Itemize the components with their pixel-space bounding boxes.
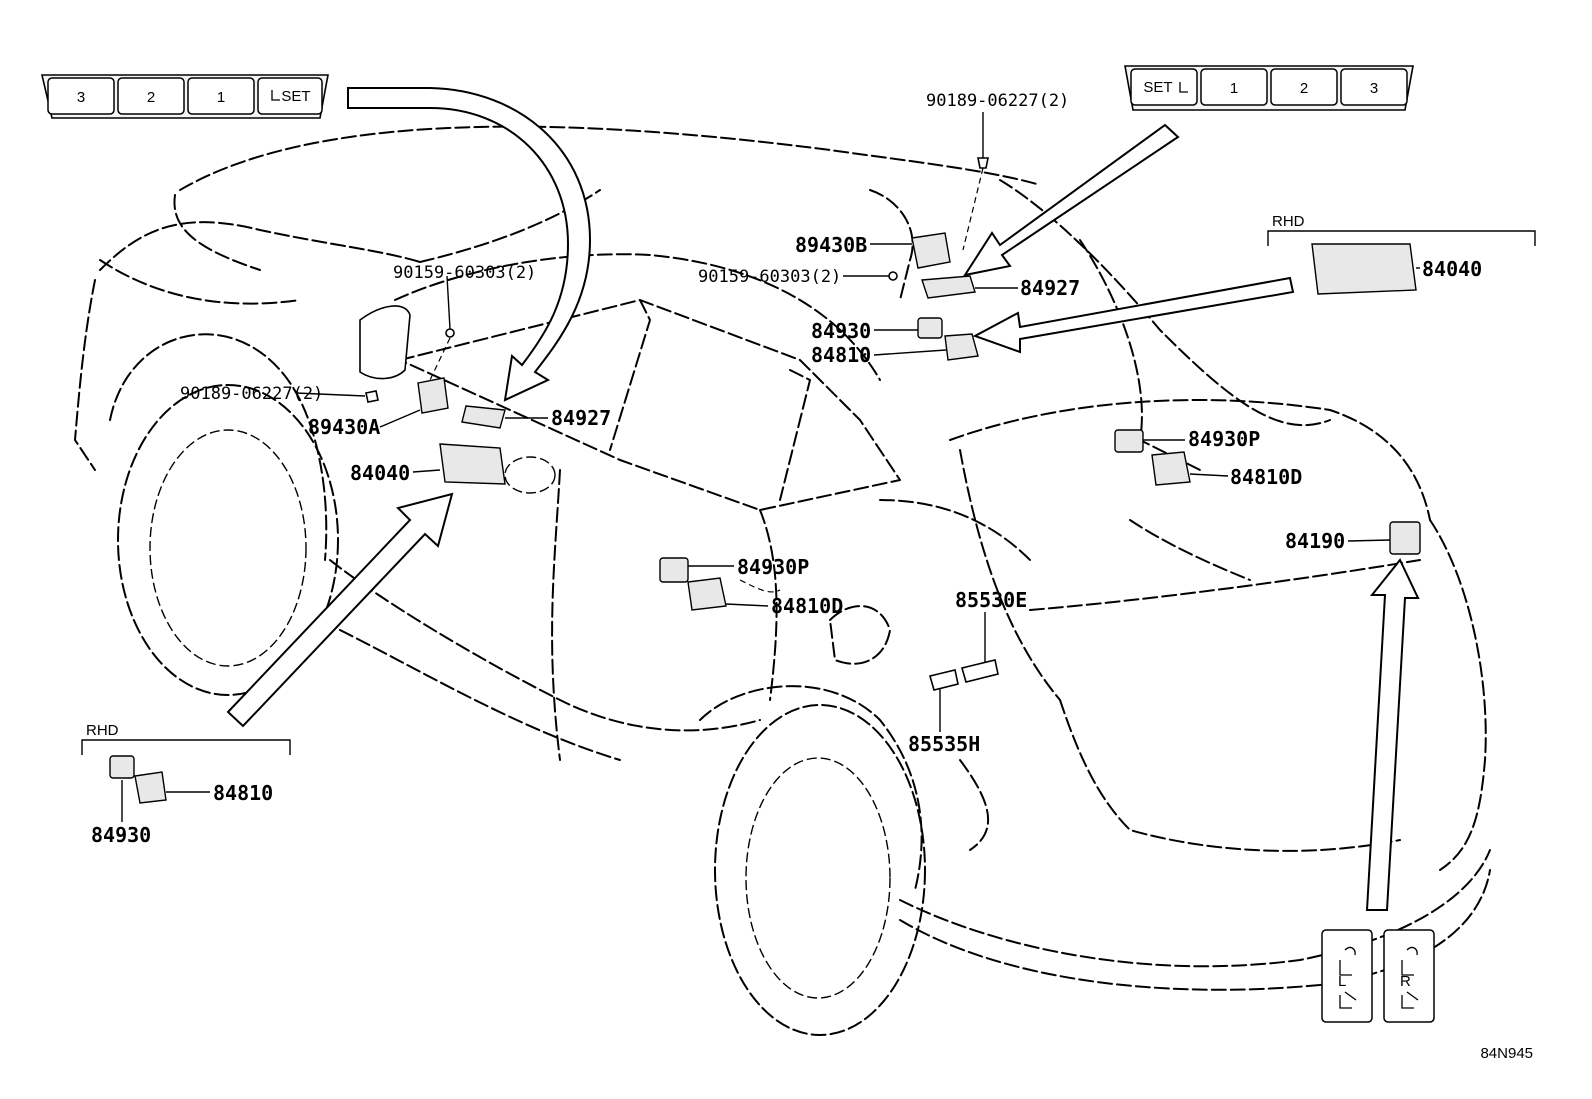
side-mirror — [359, 305, 411, 380]
rhd-bracket-upper-right: RHD — [1267, 213, 1536, 246]
straight-arrow-rhd — [972, 276, 1295, 354]
leader-lines — [121, 112, 1420, 822]
memory-label-3-right: 3 — [1370, 80, 1378, 97]
part-label-84040-left: 84040 — [350, 461, 410, 485]
part-84930P-right — [1114, 429, 1144, 453]
part-84927-right — [921, 275, 976, 299]
rhd-label: RHD — [1272, 213, 1305, 230]
part-84190 — [1389, 521, 1421, 555]
memory-button-1-right[interactable] — [1200, 68, 1268, 106]
straight-arrow-vertical — [1365, 558, 1420, 911]
part-label-84927-right: 84927 — [1020, 276, 1080, 300]
seat-heater-icon — [1401, 946, 1418, 976]
component-drawings — [109, 157, 1421, 804]
part-84927-left — [461, 405, 506, 429]
memory-set-button-left[interactable] — [257, 77, 323, 115]
straight-arrow-left — [226, 492, 454, 728]
memory-button-2-right[interactable] — [1270, 68, 1338, 106]
clip-90189-left — [365, 390, 379, 403]
part-label-90189-top: 90189-06227(2) — [926, 91, 1069, 111]
part-label-84810-rhd: 84810 — [213, 781, 273, 805]
part-89430A — [417, 377, 449, 414]
diagram-code: 84N945 — [1480, 1045, 1533, 1062]
seat-switch-right[interactable] — [1383, 929, 1435, 1023]
part-84930-rhd — [109, 755, 135, 779]
indicator-arrows — [226, 87, 1420, 911]
part-label-84930P-right: 84930P — [1188, 427, 1260, 451]
part-84810-rhd — [134, 771, 167, 804]
part-label-84930P-mid: 84930P — [737, 555, 809, 579]
part-number-labels: 90189-06227(2) 89430B 90159-60303(2) 849… — [91, 91, 1482, 847]
part-84040-rhd — [1311, 243, 1417, 295]
straight-arrow-upper — [962, 123, 1180, 277]
memory-button-3-right[interactable] — [1340, 68, 1408, 106]
seat-switch-label-left: L — [1338, 973, 1346, 990]
part-label-84810-right: 84810 — [811, 343, 871, 367]
memory-set-label-right: SET — [1143, 79, 1172, 96]
part-85530E — [961, 659, 999, 683]
seat-switch-left[interactable] — [1321, 929, 1373, 1023]
memory-label-3-left: 3 — [77, 89, 85, 106]
seat-vent-icon — [1339, 991, 1357, 1009]
seat-switch-panels: L R — [1321, 929, 1435, 1023]
part-84810-right — [944, 333, 979, 361]
clip-90189-top — [977, 157, 989, 169]
part-label-84810D-mid: 84810D — [771, 594, 843, 618]
part-84810D-right — [1151, 451, 1191, 486]
screw-90159-right — [888, 271, 898, 281]
part-label-89430B: 89430B — [795, 233, 867, 257]
curved-arrow — [347, 87, 592, 402]
part-84930P-mid — [659, 557, 689, 583]
screw-90159-left — [445, 328, 455, 338]
part-label-84810D-right: 84810D — [1230, 465, 1302, 489]
part-label-84190: 84190 — [1285, 529, 1345, 553]
memory-label-1-left: 1 — [217, 89, 225, 106]
part-label-84930-rhd: 84930 — [91, 823, 151, 847]
memory-button-1-left[interactable] — [187, 77, 255, 115]
rhd-bracket-lower-left: RHD — [81, 722, 291, 755]
seat-vent-icon — [1401, 991, 1419, 1009]
part-label-84930-right: 84930 — [811, 319, 871, 343]
seat-icon — [1179, 82, 1188, 93]
vehicle-outline — [74, 125, 1491, 1036]
memory-set-button-right[interactable] — [1130, 68, 1198, 106]
part-label-89430A: 89430A — [308, 415, 380, 439]
part-84040-left — [439, 443, 506, 485]
part-85535H — [929, 669, 959, 691]
part-label-85530E: 85530E — [955, 588, 1027, 612]
part-84810D-mid — [687, 577, 727, 611]
part-label-90189-left: 90189-06227(2) — [180, 384, 323, 404]
memory-label-2-right: 2 — [1300, 80, 1308, 97]
part-label-85535H: 85535H — [908, 732, 980, 756]
memory-switch-left: 3 2 1 SET — [40, 74, 329, 119]
part-label-84927-left: 84927 — [551, 406, 611, 430]
seat-icon — [271, 90, 280, 101]
part-label-90159-left: 90159-60303(2) — [393, 263, 536, 283]
part-84930-right — [917, 317, 943, 339]
rhd-label: RHD — [86, 722, 119, 739]
memory-set-label-left: SET — [281, 88, 310, 105]
seat-heater-icon — [1339, 946, 1356, 976]
part-label-84040-rhd: 84040 — [1422, 257, 1482, 281]
part-89430B — [911, 232, 951, 269]
memory-button-3-left[interactable] — [47, 77, 115, 115]
memory-label-1-right: 1 — [1230, 80, 1238, 97]
memory-switch-right: SET 1 2 3 — [1124, 65, 1414, 111]
seat-switch-label-right: R — [1400, 973, 1411, 990]
memory-label-2-left: 2 — [147, 89, 155, 106]
part-label-90159-right: 90159-60303(2) — [698, 267, 841, 287]
memory-button-2-left[interactable] — [117, 77, 185, 115]
